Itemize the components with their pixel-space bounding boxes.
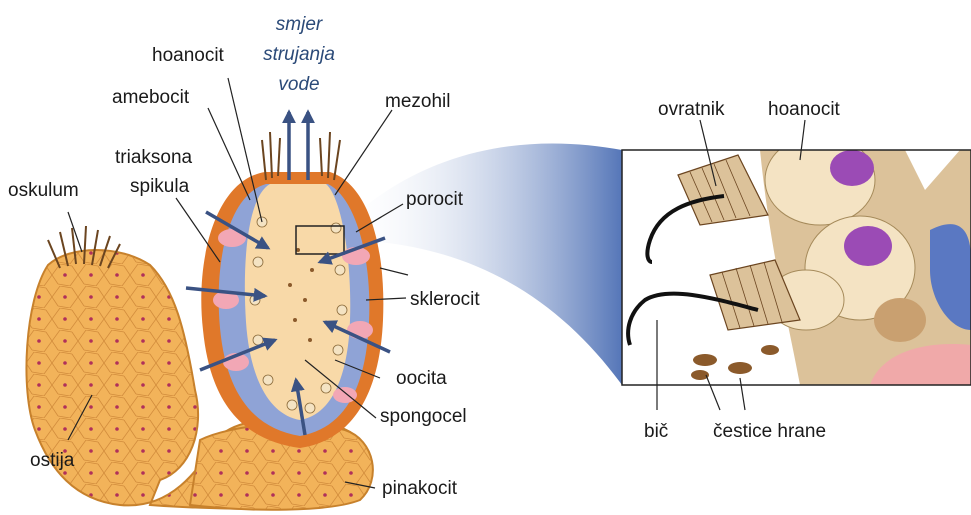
label-spongocel: spongocel bbox=[380, 406, 467, 427]
inset-label-bic: bič bbox=[644, 421, 668, 442]
label-ostija: ostija bbox=[30, 450, 75, 471]
flow-label-line2: strujanja bbox=[263, 44, 335, 65]
label-oocita: oocita bbox=[396, 368, 447, 389]
inset-magnified-view bbox=[622, 135, 971, 385]
flow-label-line3: vode bbox=[278, 74, 319, 95]
label-pinakocit: pinakocit bbox=[382, 478, 458, 499]
label-amebocit: amebocit bbox=[112, 87, 190, 108]
label-triaksona: triaksona bbox=[115, 147, 193, 168]
label-spikula: spikula bbox=[130, 176, 190, 197]
label-porocit: porocit bbox=[406, 189, 464, 210]
inset-label-ovratnik: ovratnik bbox=[658, 99, 725, 120]
label-oskulum: oskulum bbox=[8, 180, 79, 201]
flow-label-line1: smjer bbox=[276, 14, 323, 35]
label-hoanocit: hoanocit bbox=[152, 45, 225, 66]
inset-label-hoanocit: hoanocit bbox=[768, 99, 841, 120]
label-mezohil: mezohil bbox=[385, 91, 450, 112]
label-sklerocit: sklerocit bbox=[410, 289, 480, 310]
inset-label-cestice-hrane: čestice hrane bbox=[713, 421, 826, 442]
sponge-section bbox=[201, 132, 383, 448]
